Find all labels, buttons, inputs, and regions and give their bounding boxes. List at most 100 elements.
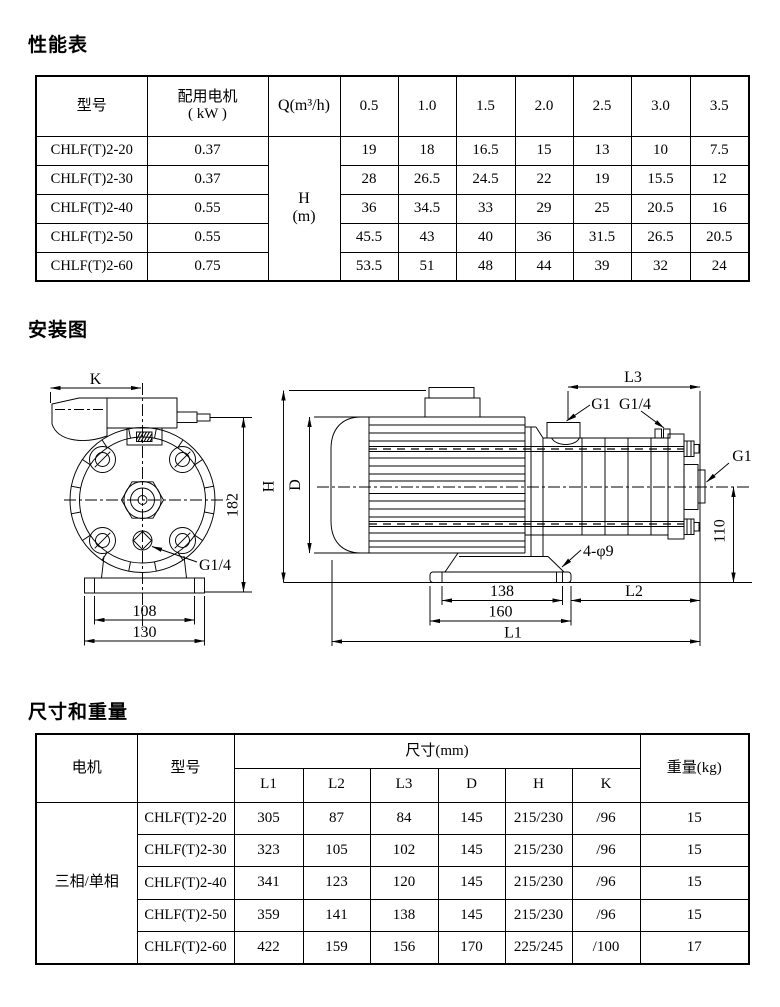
- size-header-row2: L1 L2 L3 D H K: [36, 767, 749, 803]
- table-row: CHLF(T)2-20 0.37 H(m) 19 18 16.5 15 13 1…: [35, 135, 750, 282]
- hex-plug: [120, 481, 165, 519]
- dim-l1-label: L1: [504, 625, 522, 642]
- col-header-weight: 重量(kg): [639, 733, 750, 803]
- size-cell: 225/245: [504, 931, 573, 965]
- size-cell: 102: [369, 833, 439, 868]
- head-value: 29: [514, 193, 574, 224]
- size-cell: 141: [302, 898, 371, 933]
- flow-value-header: 0.5: [339, 75, 399, 137]
- size-col-header: H: [504, 767, 573, 803]
- flow-value-header: 2.5: [572, 75, 632, 137]
- g1-outlet-label: G1: [732, 448, 752, 465]
- size-col-header: L3: [369, 767, 439, 803]
- table-row: CHLF(T)2-60 0.75 53.5 51 48 44 39 32 24: [35, 251, 750, 282]
- head-value: 31.5: [572, 222, 632, 253]
- g1-inlet-label: G1: [591, 396, 611, 413]
- installation-section-title: 安装图: [28, 320, 89, 341]
- dim-h-label: H: [261, 480, 278, 492]
- performance-header-row: 型号 配用电机( kW ) Q(m³/h) 0.5 1.0 1.5 2.0 2.…: [35, 75, 750, 137]
- dimensions-section-title: 尺寸和重量: [28, 702, 129, 723]
- g14-front-label: G1/4: [199, 557, 231, 574]
- head-value: 40: [455, 222, 516, 253]
- size-col-header: L2: [302, 767, 371, 803]
- head-label: H: [298, 189, 310, 207]
- head-value: 53.5: [339, 251, 399, 282]
- head-value: 28: [339, 164, 399, 195]
- size-cell: /96: [571, 801, 641, 835]
- performance-table: 型号 配用电机( kW ) Q(m³/h) 0.5 1.0 1.5 2.0 2.…: [35, 75, 750, 282]
- head-value: 26.5: [630, 222, 691, 253]
- drain-plug: [132, 530, 153, 551]
- kw-cell: 0.37: [146, 135, 269, 166]
- installation-diagram: K 182 G1/4 108 130 H D L3 G1 G1/4 G1 110…: [50, 369, 752, 646]
- size-col-header: L1: [233, 767, 304, 803]
- size-cell: 105: [302, 833, 371, 868]
- size-col-header: K: [571, 767, 641, 803]
- table-row: 三相/单相 CHLF(T)2-20 305 87 84 145 215/230 …: [35, 801, 750, 965]
- front-view: [51, 383, 227, 630]
- size-cell: 159: [302, 931, 371, 965]
- head-value: 44: [514, 251, 574, 282]
- kw-cell: 0.37: [146, 164, 269, 195]
- kw-cell: 0.55: [146, 193, 269, 224]
- weight-cell: 15: [639, 833, 750, 868]
- size-cell: 170: [437, 931, 506, 965]
- motor-label-line1: 配用电机: [177, 89, 238, 105]
- dim-110-label: 110: [712, 519, 729, 542]
- col-header-model: 型号: [136, 733, 235, 803]
- flow-value-header: 1.5: [455, 75, 516, 137]
- head-value: 18: [397, 135, 457, 166]
- g14-top-label: G1/4: [619, 396, 651, 413]
- size-col-header: D: [437, 767, 506, 803]
- head-value: 15.5: [630, 164, 691, 195]
- head-value: 16: [689, 193, 750, 224]
- head-value: 24.5: [455, 164, 516, 195]
- model-cell: CHLF(T)2-60: [136, 931, 235, 965]
- size-cell: 156: [369, 931, 439, 965]
- head-value: 7.5: [689, 135, 750, 166]
- motor-type-cell: 三相/单相: [35, 801, 138, 965]
- size-cell: 123: [302, 866, 371, 900]
- dim-l3-label: L3: [624, 369, 642, 386]
- plug-hatch: [136, 431, 153, 442]
- size-cell: 84: [369, 801, 439, 835]
- weight-cell: 15: [639, 801, 750, 835]
- model-cell: CHLF(T)2-30: [35, 164, 148, 195]
- head-value: 48: [455, 251, 516, 282]
- head-value: 15: [514, 135, 574, 166]
- size-cell: 359: [233, 898, 304, 933]
- weight-cell: 15: [639, 898, 750, 933]
- size-cell: 145: [437, 898, 506, 933]
- size-cell: 215/230: [504, 801, 573, 835]
- size-cell: 422: [233, 931, 304, 965]
- dim-160-label: 160: [489, 604, 513, 621]
- kw-cell: 0.75: [146, 251, 269, 282]
- model-cell: CHLF(T)2-60: [35, 251, 148, 282]
- size-cell: 138: [369, 898, 439, 933]
- head-value: 32: [630, 251, 691, 282]
- size-cell: 323: [233, 833, 304, 868]
- table-row: CHLF(T)2-50 359 141 138 145 215/230 /96 …: [36, 898, 750, 933]
- head-value: 33: [455, 193, 516, 224]
- col-header-size: 尺寸(mm): [233, 733, 641, 769]
- head-value: 36: [339, 193, 399, 224]
- head-value: 20.5: [689, 222, 750, 253]
- flow-value-header: 2.0: [514, 75, 574, 137]
- size-weight-table: 电机 型号 尺寸(mm) 重量(kg) L1 L2 L3 D H K 三相/单相…: [35, 733, 750, 965]
- head-value: 39: [572, 251, 632, 282]
- col-header-model: 型号: [35, 75, 148, 137]
- head-value: 36: [514, 222, 574, 253]
- model-cell: CHLF(T)2-40: [35, 193, 148, 224]
- dim-138-label: 138: [490, 583, 514, 600]
- col-header-flow: Q(m³/h): [267, 75, 341, 137]
- dim-130-label: 130: [133, 624, 157, 641]
- dim-k-label: K: [90, 371, 102, 388]
- size-cell: 87: [302, 801, 371, 835]
- head-value: 51: [397, 251, 457, 282]
- size-cell: 145: [437, 833, 506, 868]
- model-cell: CHLF(T)2-50: [35, 222, 148, 253]
- dim-182-label: 182: [225, 493, 242, 517]
- dim-l2-label: L2: [625, 583, 643, 600]
- holes-label: 4-φ9: [583, 543, 614, 560]
- size-cell: 215/230: [504, 833, 573, 868]
